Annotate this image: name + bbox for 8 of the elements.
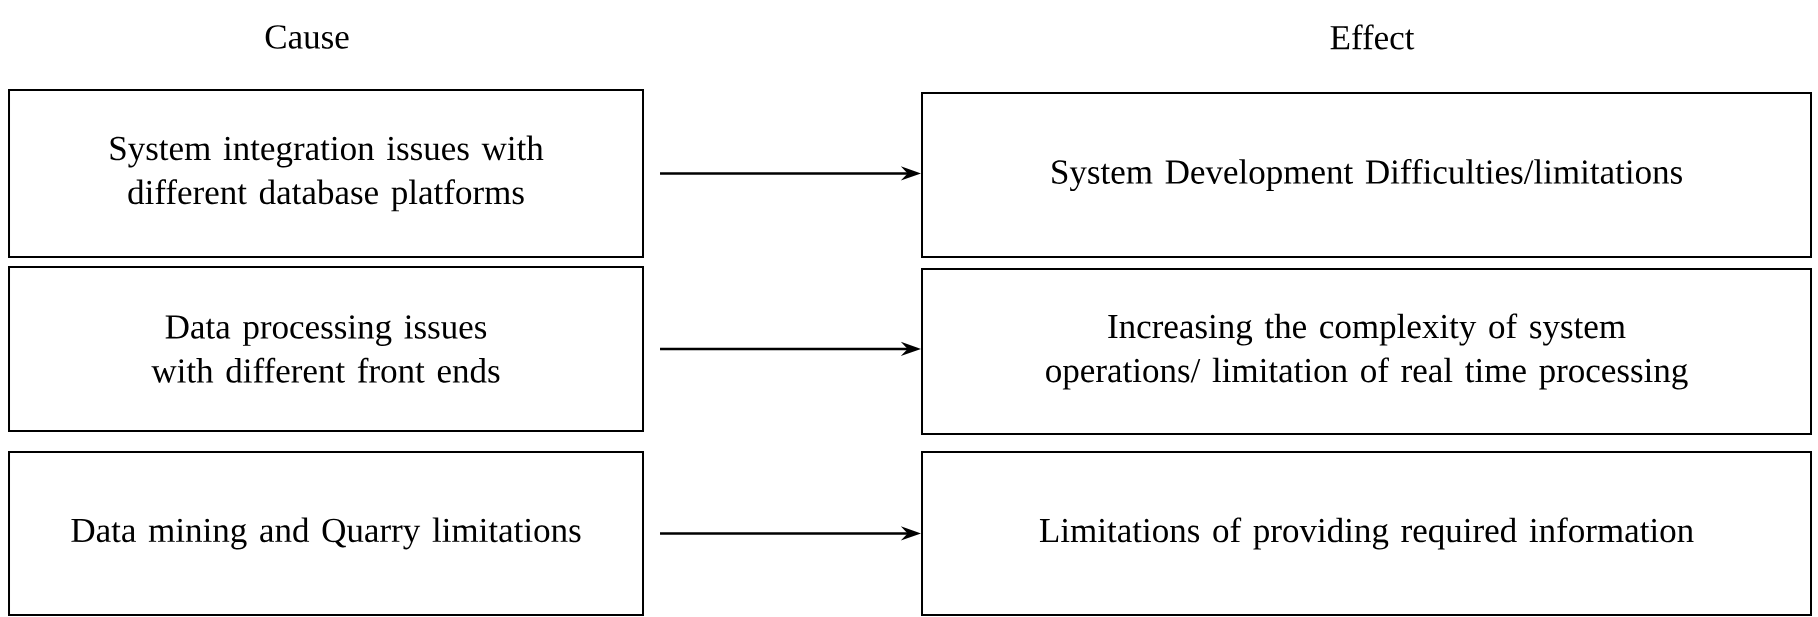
- text-box: System integration issues with different database platforms: [8, 89, 644, 258]
- text-box: Limitations of providing required information: [921, 451, 1812, 616]
- text-box: Increasing the complexity of system operations/ limitation of real time processing: [921, 268, 1812, 435]
- text-box: Data mining and Quarry limitations: [8, 451, 644, 616]
- column-heading: Effect: [1330, 24, 1415, 50]
- column-heading: Cause: [265, 25, 349, 49]
- text-box: Data processing issues with different front ends: [8, 266, 644, 432]
- text-box: System Development Difficulties/limitations: [921, 92, 1812, 258]
